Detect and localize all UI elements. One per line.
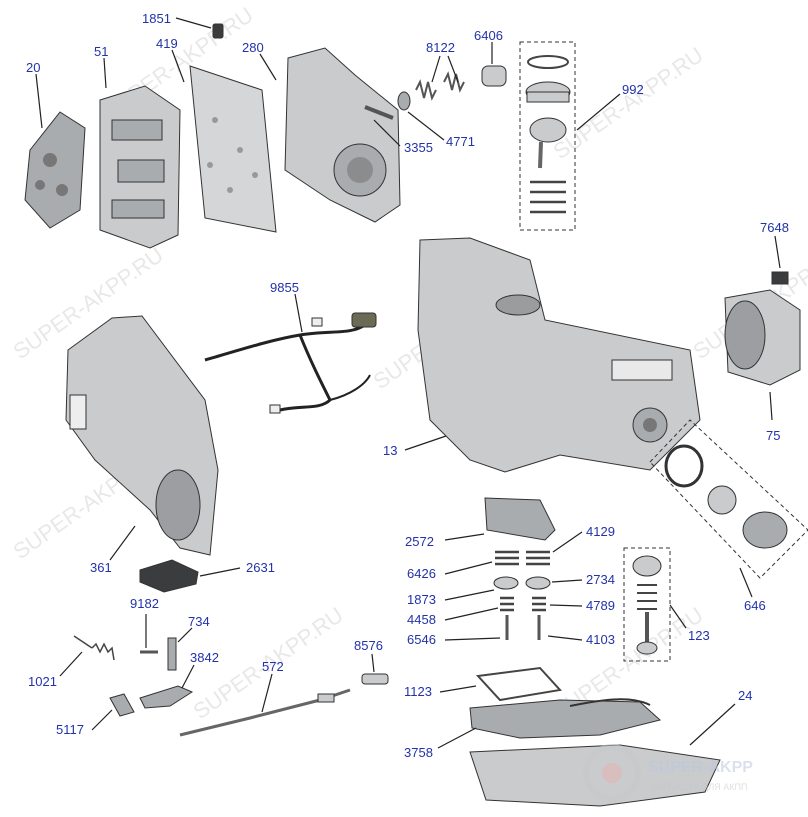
- part-6426-springs: [495, 550, 550, 566]
- callout-1873: 1873: [407, 592, 436, 607]
- callout-1021: 1021: [28, 674, 57, 689]
- callout-9855: 9855: [270, 280, 299, 295]
- part-646-servo-group: [649, 419, 808, 579]
- part-4771-retainer: [397, 91, 411, 111]
- callout-2631: 2631: [246, 560, 275, 575]
- callout-5117: 5117: [56, 722, 84, 737]
- part-75-extension-housing: [724, 289, 801, 386]
- callout-4458: 4458: [407, 612, 436, 627]
- callout-1851: 1851: [142, 11, 171, 26]
- part-3355-pin: [364, 105, 394, 120]
- callout-3842: 3842: [190, 650, 219, 665]
- part-3758-oil-filter: [469, 698, 662, 739]
- callout-2734: 2734: [586, 572, 615, 587]
- callout-8576: 8576: [354, 638, 383, 653]
- callout-9182: 9182: [130, 596, 159, 611]
- callout-123: 123: [688, 628, 710, 643]
- callout-7648: 7648: [760, 220, 789, 235]
- brand-logo-subtitle: ЗАПЧАСТИ ДЛЯ АКПП: [652, 782, 747, 792]
- callout-4771: 4771: [446, 134, 475, 149]
- callout-280: 280: [242, 40, 264, 55]
- leader-lines: [35, 17, 781, 749]
- part-734-shaft: [167, 637, 177, 671]
- part-1851-sensor: [212, 23, 224, 39]
- callout-992: 992: [622, 82, 644, 97]
- part-419-separator-plate: [189, 65, 277, 233]
- part-20-valve-section: [24, 111, 86, 229]
- part-1873-caps: [493, 576, 551, 590]
- callout-4103: 4103: [586, 632, 615, 647]
- part-24-oil-pan: [469, 744, 721, 807]
- callout-4789: 4789: [586, 598, 615, 613]
- callout-1123: 1123: [404, 684, 432, 699]
- part-6406-bushing: [481, 65, 507, 87]
- part-1123-gasket: [475, 666, 562, 702]
- part-8122-springs: [415, 71, 465, 101]
- callout-51: 51: [94, 44, 108, 59]
- part-4458-springs: [500, 596, 546, 612]
- part-361-converter-housing: [65, 315, 219, 556]
- callout-3355: 3355: [404, 140, 433, 155]
- part-51-valve-body: [99, 85, 181, 249]
- part-13-transmission-case: [417, 237, 701, 473]
- part-280-transfer-body: [284, 47, 401, 223]
- callout-labels: 1851 51 419 280 20 8122 6406 992 3355 47…: [26, 11, 789, 760]
- callout-4129: 4129: [586, 524, 615, 539]
- callout-646: 646: [744, 598, 766, 613]
- callout-6546: 6546: [407, 632, 436, 647]
- brand-logo-title: SUPER-AKPP: [648, 759, 753, 776]
- part-9855-wiring-harness: [204, 312, 377, 414]
- part-1021-spring: [73, 635, 115, 661]
- brand-logo: SUPER-AKPP ЗАПЧАСТИ ДЛЯ АКПП: [583, 744, 753, 802]
- callout-3758: 3758: [404, 745, 433, 760]
- callout-8122: 8122: [426, 40, 455, 55]
- callout-734: 734: [188, 614, 210, 629]
- part-3842-lever: [139, 685, 194, 709]
- callout-20: 20: [26, 60, 40, 75]
- part-8576-plug: [361, 673, 389, 685]
- callout-419: 419: [156, 36, 178, 51]
- callout-75: 75: [766, 428, 780, 443]
- part-572-shift-rod: [179, 688, 351, 737]
- part-123-valve-assembly: [623, 547, 671, 662]
- callout-13: 13: [383, 443, 397, 458]
- part-5117-bracket: [109, 693, 135, 717]
- watermark: SUPER-AKPP.RU: [549, 42, 708, 164]
- callout-6406: 6406: [474, 28, 503, 43]
- part-2572-valve-housing: [484, 497, 556, 541]
- callout-2572: 2572: [405, 534, 434, 549]
- callout-6426: 6426: [407, 566, 436, 581]
- part-6546-pins: [505, 615, 541, 640]
- callout-24: 24: [738, 688, 752, 703]
- callout-361: 361: [90, 560, 112, 575]
- part-992-accumulator-group: [519, 41, 576, 231]
- callout-572: 572: [262, 659, 284, 674]
- part-2631-range-switch: [139, 559, 199, 593]
- part-7648-speed-sensor: [771, 271, 789, 285]
